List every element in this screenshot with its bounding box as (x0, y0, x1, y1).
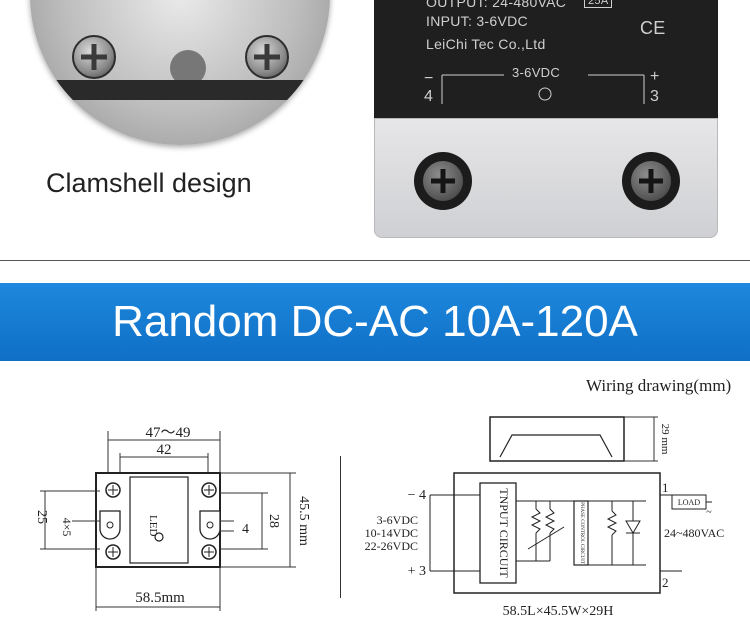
mount-slot-right (199, 510, 221, 540)
relay-base-edge (30, 80, 330, 100)
input-voltage-2: 10-14VDC (365, 526, 418, 540)
relay-neg-sign: − (424, 70, 434, 87)
input-circuit-label: TNPUT CIRCUIT (497, 488, 511, 578)
load-label: LOAD (678, 498, 700, 507)
relay-current-rating: 25A (584, 0, 613, 8)
relay-control-voltage: 3-6VDC (512, 65, 561, 80)
input-voltage-1: 3-6VDC (377, 513, 418, 527)
relay-input-text: INPUT: 3-6VDC (426, 13, 528, 29)
relay-label-face: OUTPUT: 24-480VAC 25A INPUT: 3-6VDC LeiC… (374, 0, 718, 124)
top-width-label: 47～49 (145, 425, 190, 441)
led-indicator-icon (154, 532, 164, 542)
clamshell-caption: Clamshell design (46, 168, 252, 198)
resistor-icon (530, 508, 542, 534)
wiring-title: Wiring drawing(mm) (586, 376, 731, 395)
banner-title: Random DC-AC 10A-120A (112, 297, 638, 346)
terminal-screw-icon (414, 152, 472, 210)
relay-input-symbol (441, 74, 645, 104)
relay-manufacturer-text: LeiChi Tec Co.,Ltd (426, 36, 546, 52)
bottom-width-label: 58.5mm (135, 590, 185, 606)
mount-screw-icon (105, 544, 121, 560)
outer-height-label: 45.5 mm (296, 496, 311, 546)
overall-dimensions: 58.5L×45.5W×29H (503, 604, 614, 619)
left-height-label: 25 (34, 510, 49, 524)
terminal-pos-label: + 3 (408, 564, 426, 579)
phase-control-block (573, 500, 589, 566)
title-banner: Random DC-AC 10A-120A (0, 283, 750, 361)
relay-photo: OUTPUT: 24-480VAC 25A INPUT: 3-6VDC LeiC… (374, 0, 718, 240)
led-label: LED (147, 515, 159, 536)
slot-width-label: 4 (242, 522, 249, 537)
hole-spacing-label: 42 (157, 442, 172, 458)
relay-pos-sign: + (650, 68, 660, 85)
ac-source-icon: ~ (706, 507, 712, 518)
ac-range-label: 24~480VAC (664, 526, 724, 540)
led-panel (129, 476, 189, 564)
terminal-1-label: 1 (662, 480, 669, 495)
terminal-screw-image (245, 35, 289, 79)
input-voltage-3: 22-26VDC (365, 539, 418, 553)
terminal-screw-icon (622, 152, 680, 210)
hole-size-label: 4×5 (60, 518, 74, 537)
input-circuit-block (479, 482, 517, 584)
snubber-resistor-icon (606, 510, 618, 536)
side-height-label: 29 mm (659, 424, 671, 455)
dimension-drawing: 47～49 42 LED 25 4×5 4 28 45.5 mm 58.5mm (34, 425, 311, 611)
terminal-neg-label: − 4 (408, 488, 426, 503)
mount-screw-icon (201, 482, 217, 498)
relay-neg-terminal: 4 (424, 88, 434, 105)
mount-screw-icon (201, 544, 217, 560)
ce-mark-icon: CE (640, 18, 666, 38)
drawing-divider (340, 456, 341, 598)
section-divider (0, 260, 750, 261)
terminal-2-label: 2 (662, 575, 669, 590)
wiring-drawing: Wiring drawing(mm) 29 mm − 4 + 3 3-6VDC … (365, 376, 732, 619)
product-photo-section: Clamshell design OUTPUT: 24-480VAC 25A I… (0, 0, 750, 258)
varistor-icon (527, 526, 565, 550)
phase-control-label: PHASE CONTROL CIRCUIT (579, 502, 584, 564)
inner-height-label: 28 (266, 514, 281, 528)
relay-pos-terminal: 3 (650, 88, 660, 105)
mount-slot-left (99, 510, 121, 540)
clamshell-closeup-image (30, 0, 330, 145)
resistor-icon (544, 508, 556, 534)
terminal-screw-image (72, 35, 116, 79)
mount-screw-icon (105, 482, 121, 498)
relay-output-text: OUTPUT: 24-480VAC (426, 0, 567, 10)
